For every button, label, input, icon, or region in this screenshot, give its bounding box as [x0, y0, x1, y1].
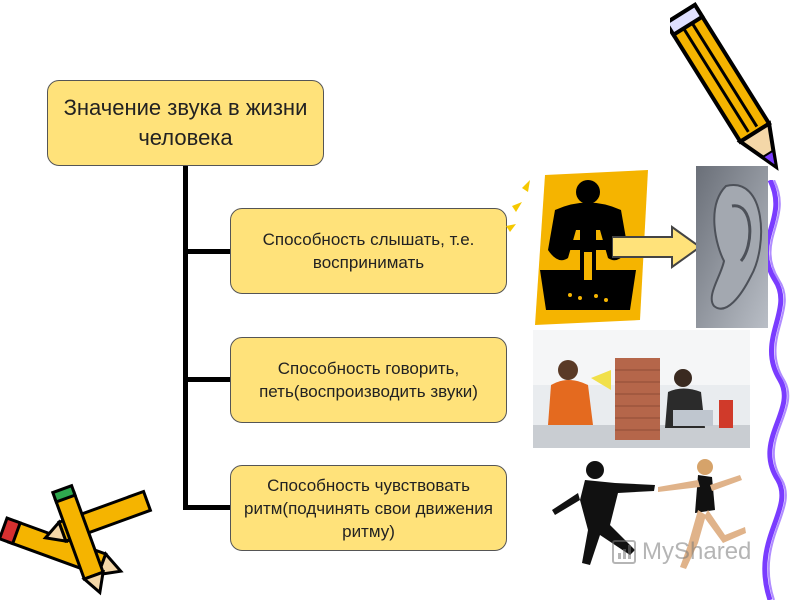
node-hearing-label: Способность слышать, т.е. воспринимать — [262, 230, 475, 272]
node-hearing: Способность слышать, т.е. воспринимать — [230, 208, 507, 294]
branch-line-3 — [183, 505, 230, 510]
node-rhythm-label: Способность чувствовать ритм(подчинять с… — [244, 475, 493, 541]
chart-icon — [612, 540, 636, 564]
branch-line-1 — [183, 249, 230, 254]
pencil-icon — [670, 2, 779, 171]
root-node-label: Значение звука в жизни человека — [63, 95, 308, 150]
arrow-right-icon — [612, 225, 702, 269]
node-speaking: Способность говорить, петь(воспроизводит… — [230, 337, 507, 423]
node-rhythm: Способность чувствовать ритм(подчинять с… — [230, 465, 507, 551]
branch-line-2 — [183, 377, 230, 382]
pencils-cluster-icon — [0, 483, 153, 596]
watermark-logo: MyShared — [612, 538, 751, 566]
root-node: Значение звука в жизни человека — [47, 80, 324, 166]
megaphone-office-photo — [533, 330, 750, 448]
watermark-text: MyShared — [642, 538, 752, 565]
tree-trunk-line — [183, 166, 188, 509]
node-speaking-label: Способность говорить, петь(воспроизводит… — [259, 359, 478, 401]
ear-photo — [696, 166, 768, 328]
dancing-couple-photo — [552, 459, 746, 569]
drill-worker-icon — [506, 170, 648, 325]
